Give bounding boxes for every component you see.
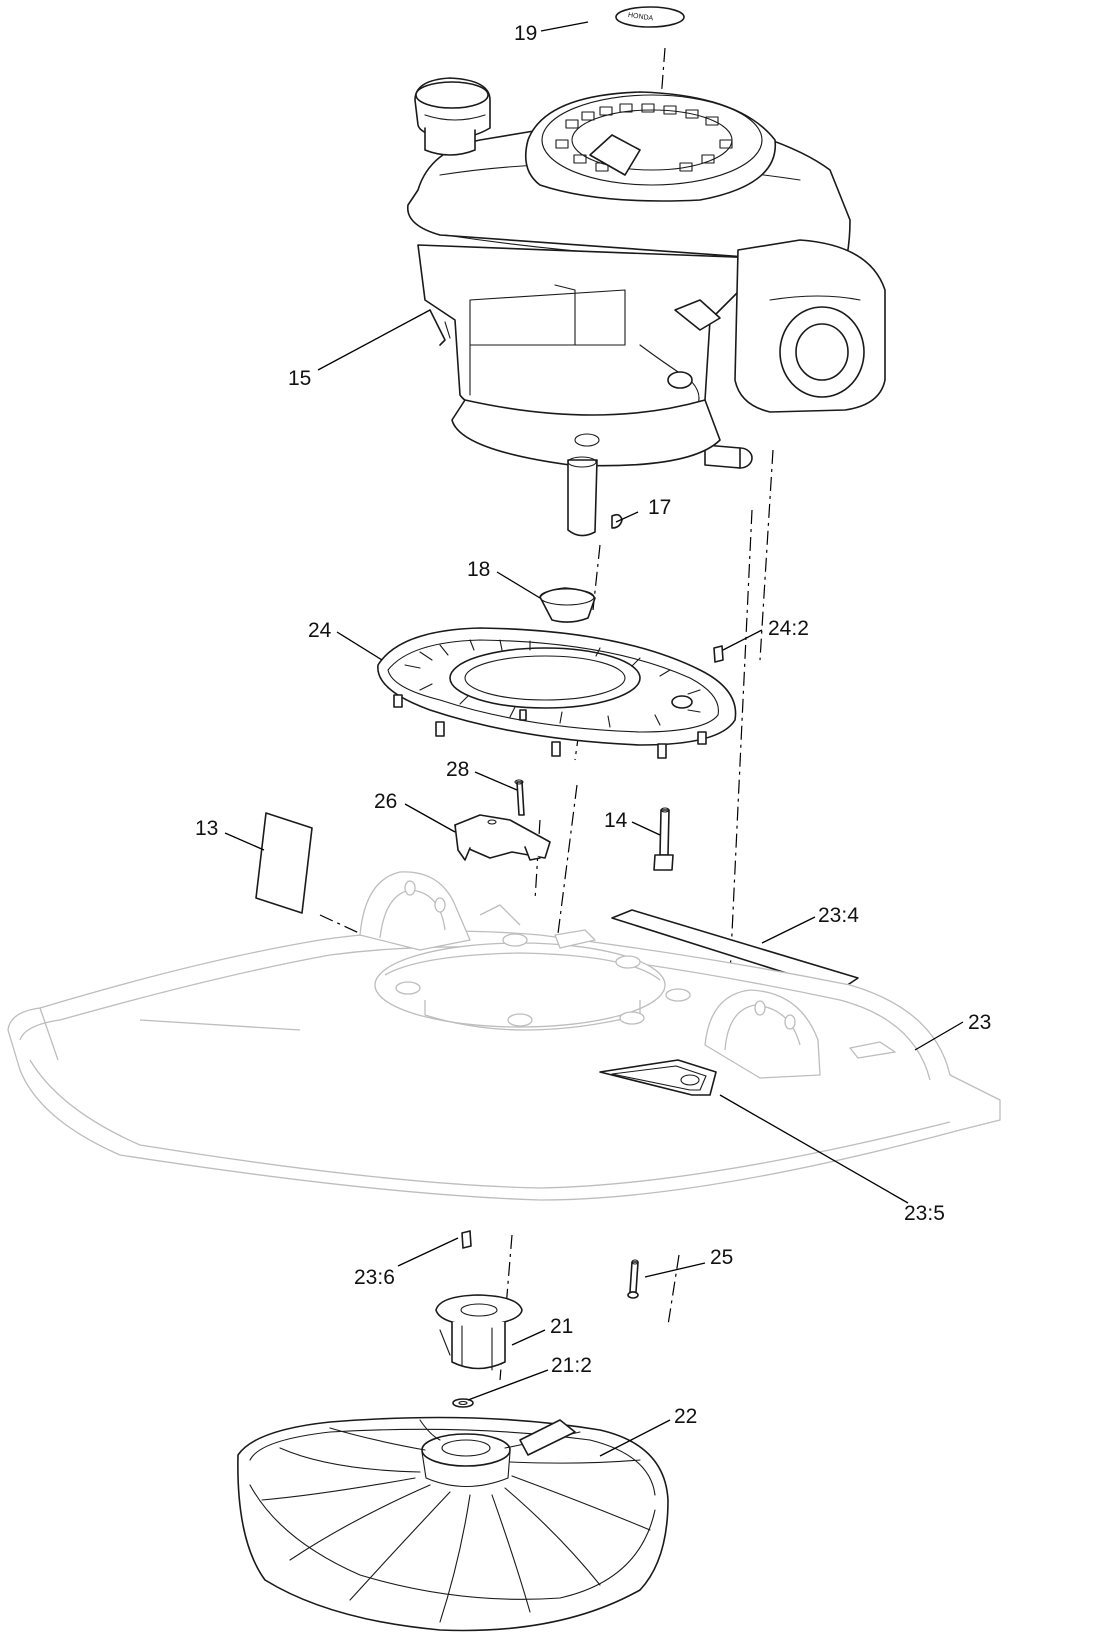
callout-23-5: 23:5 — [904, 1202, 945, 1225]
part-22-fan — [237, 1416, 669, 1632]
part-15-engine — [407, 77, 886, 537]
callout-13: 13 — [195, 817, 218, 840]
part-23-6-nut — [461, 1230, 472, 1249]
callout-21-2: 21:2 — [551, 1354, 592, 1377]
part-18-spacer — [539, 587, 596, 623]
callout-24-2: 24:2 — [768, 617, 809, 640]
svg-text:HONDA: HONDA — [628, 12, 654, 22]
callout-15: 15 — [288, 367, 311, 390]
part-13-label — [255, 812, 313, 914]
callout-26: 26 — [374, 790, 397, 813]
callout-25: 25 — [710, 1246, 733, 1269]
leader-lines — [224, 21, 964, 1457]
plate-studs — [393, 694, 707, 759]
callout-21: 21 — [550, 1315, 573, 1338]
callout-22: 22 — [674, 1405, 697, 1428]
callout-labels: 19 15 17 18 24 24:2 28 26 13 14 23:4 23 … — [195, 22, 991, 1428]
callout-23-6: 23:6 — [354, 1266, 395, 1289]
part-21-2-washer — [452, 1398, 474, 1408]
part-23-4-decal-strip — [611, 909, 859, 991]
fan-blades — [261, 1419, 651, 1623]
part-23-deck — [7, 871, 1001, 1201]
plate-ribs — [404, 639, 701, 728]
recoil-vents — [555, 103, 733, 172]
part-24-2-nut — [713, 645, 724, 663]
part-25-bolt — [627, 1259, 639, 1299]
callout-19: 19 — [514, 22, 537, 45]
callout-17: 17 — [648, 496, 671, 519]
part-14-bolt — [653, 807, 674, 871]
part-23-5-warning-decal — [599, 1059, 717, 1096]
callout-18: 18 — [467, 558, 490, 581]
callout-14: 14 — [604, 809, 628, 832]
part-28-pin — [514, 779, 525, 816]
part-21-blade-adapter — [435, 1294, 523, 1371]
callout-23-4: 23:4 — [818, 904, 859, 927]
callout-28: 28 — [446, 758, 469, 781]
part-24-mounting-plate — [377, 627, 737, 759]
callout-23: 23 — [968, 1011, 991, 1034]
callout-24: 24 — [308, 619, 332, 642]
air-cleaner-box — [734, 239, 886, 413]
part-26-bracket — [454, 814, 551, 861]
oil-filler-cap — [414, 77, 491, 156]
part-19-decal: HONDA — [615, 6, 685, 28]
